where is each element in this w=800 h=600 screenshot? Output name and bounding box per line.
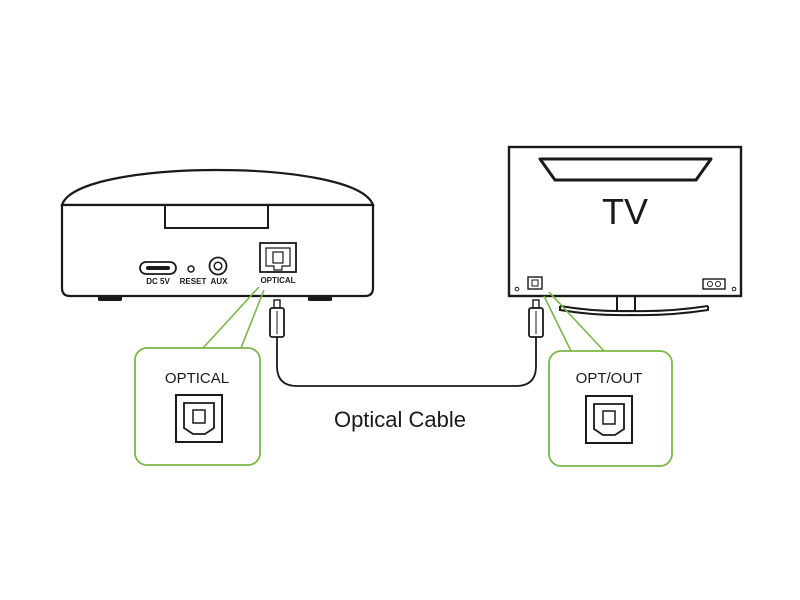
dc-port-label: DC 5V — [146, 277, 170, 286]
right-callout-leader — [543, 291, 605, 352]
right-callout-label: OPT/OUT — [576, 370, 643, 387]
left-callout-label: OPTICAL — [165, 370, 229, 387]
tv-label: TV — [602, 191, 648, 232]
cable-line — [276, 337, 537, 387]
optical-cable: Optical Cable — [269, 299, 544, 432]
left-callout-leader — [202, 286, 265, 349]
tv-connector-icon — [702, 278, 726, 290]
optical-jack-icon — [175, 394, 223, 443]
cable-label: Optical Cable — [334, 407, 466, 432]
optical-port-label: OPTICAL — [260, 276, 295, 285]
tv-device: TV — [507, 145, 743, 317]
aux-label: AUX — [211, 277, 229, 286]
reset-button-icon — [187, 265, 195, 273]
right-callout: OPT/OUT — [548, 350, 673, 467]
reset-label: RESET — [180, 277, 207, 286]
callout-leaders — [202, 286, 605, 352]
receiver-device: DC 5V RESET AUX OPTICAL — [60, 168, 375, 301]
receiver-foot — [98, 296, 122, 301]
tv-optical-port-icon — [527, 276, 543, 290]
opt-out-jack-icon — [585, 395, 633, 444]
receiver-foot — [308, 296, 332, 301]
left-callout: OPTICAL — [134, 347, 261, 466]
